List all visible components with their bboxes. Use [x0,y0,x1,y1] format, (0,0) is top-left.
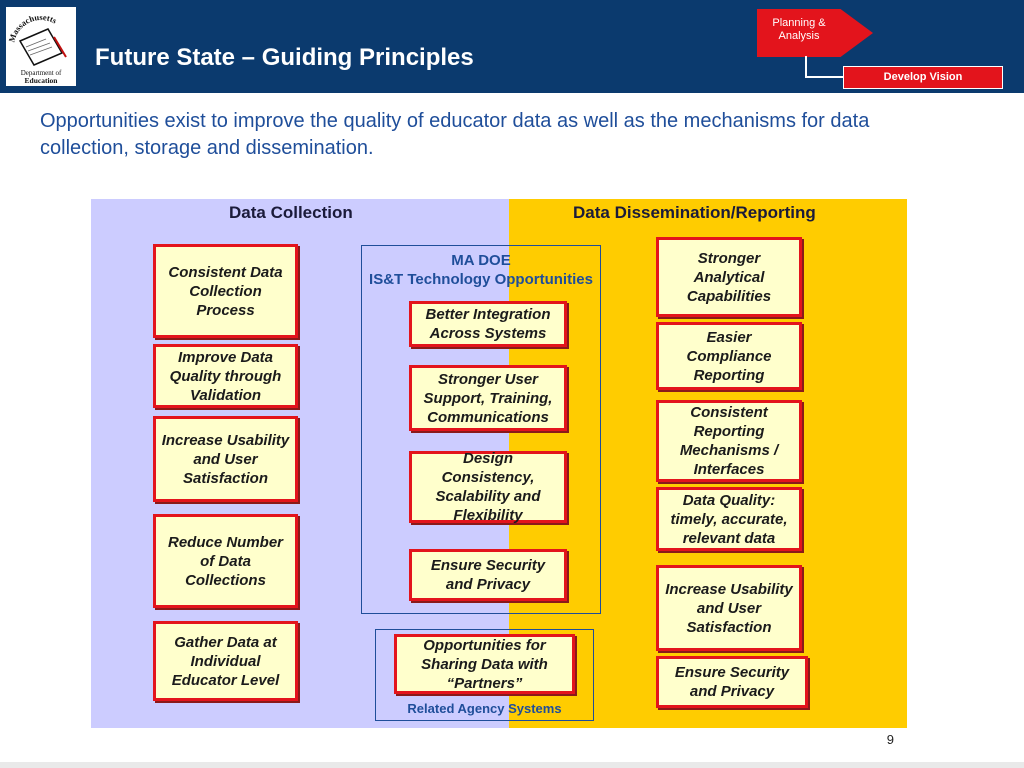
related-agency-label: Related Agency Systems [407,701,562,716]
middle-box: Design Consistency, Scalability and Flex… [409,450,567,524]
header-bar: Massachusetts Department of Education Fu… [0,0,1024,93]
right-box: Increase Usability and User Satisfaction [656,565,802,651]
process-step-planning: Planning & Analysis [757,9,873,57]
footer-divider [0,762,1024,768]
right-box: Ensure Security and Privacy [656,656,808,708]
left-box: Reduce Number of Data Collections [153,514,298,608]
process-step-planning-label: Planning & Analysis [772,17,826,42]
left-box: Improve Data Quality through Validation [153,344,298,408]
middle-box: Better Integration Across Systems [409,301,567,347]
ma-doe-title-line2: IS&T Technology Opportunities [369,271,593,288]
left-box: Consistent Data Collection Process [153,244,298,338]
left-box: Gather Data at Individual Educator Level [153,621,298,701]
right-box: Easier Compliance Reporting [656,322,802,390]
middle-box: Stronger User Support, Training, Communi… [409,365,567,431]
logo-line2: Education [25,76,59,85]
right-box: Data Quality: timely, accurate, relevant… [656,487,802,551]
left-box: Increase Usability and User Satisfaction [153,416,298,502]
intro-text: Opportunities exist to improve the quali… [40,110,870,159]
middle-box: Ensure Security and Privacy [409,549,567,601]
data-dissemination-title: Data Dissemination/Reporting [573,203,816,222]
process-connector [805,56,845,78]
logo-line1: Department of [21,69,62,77]
right-box: Consistent Reporting Mechanisms / Interf… [656,400,802,482]
ma-doe-group [361,245,601,614]
page-number: 9 [886,732,894,747]
page-title: Future State – Guiding Principles [95,44,474,71]
ma-doe-title: MA DOE IS&T Technology Opportunities [346,251,616,289]
massachusetts-doe-logo: Massachusetts Department of Education [6,7,76,86]
related-agency-group [375,629,594,721]
ma-doe-title-line1: MA DOE [451,252,511,269]
related-box: Opportunities for Sharing Data with “Par… [394,634,575,694]
data-collection-title: Data Collection [229,203,353,222]
right-box: Stronger Analytical Capabilities [656,237,802,317]
process-step-develop-vision: Develop Vision [843,66,1003,89]
